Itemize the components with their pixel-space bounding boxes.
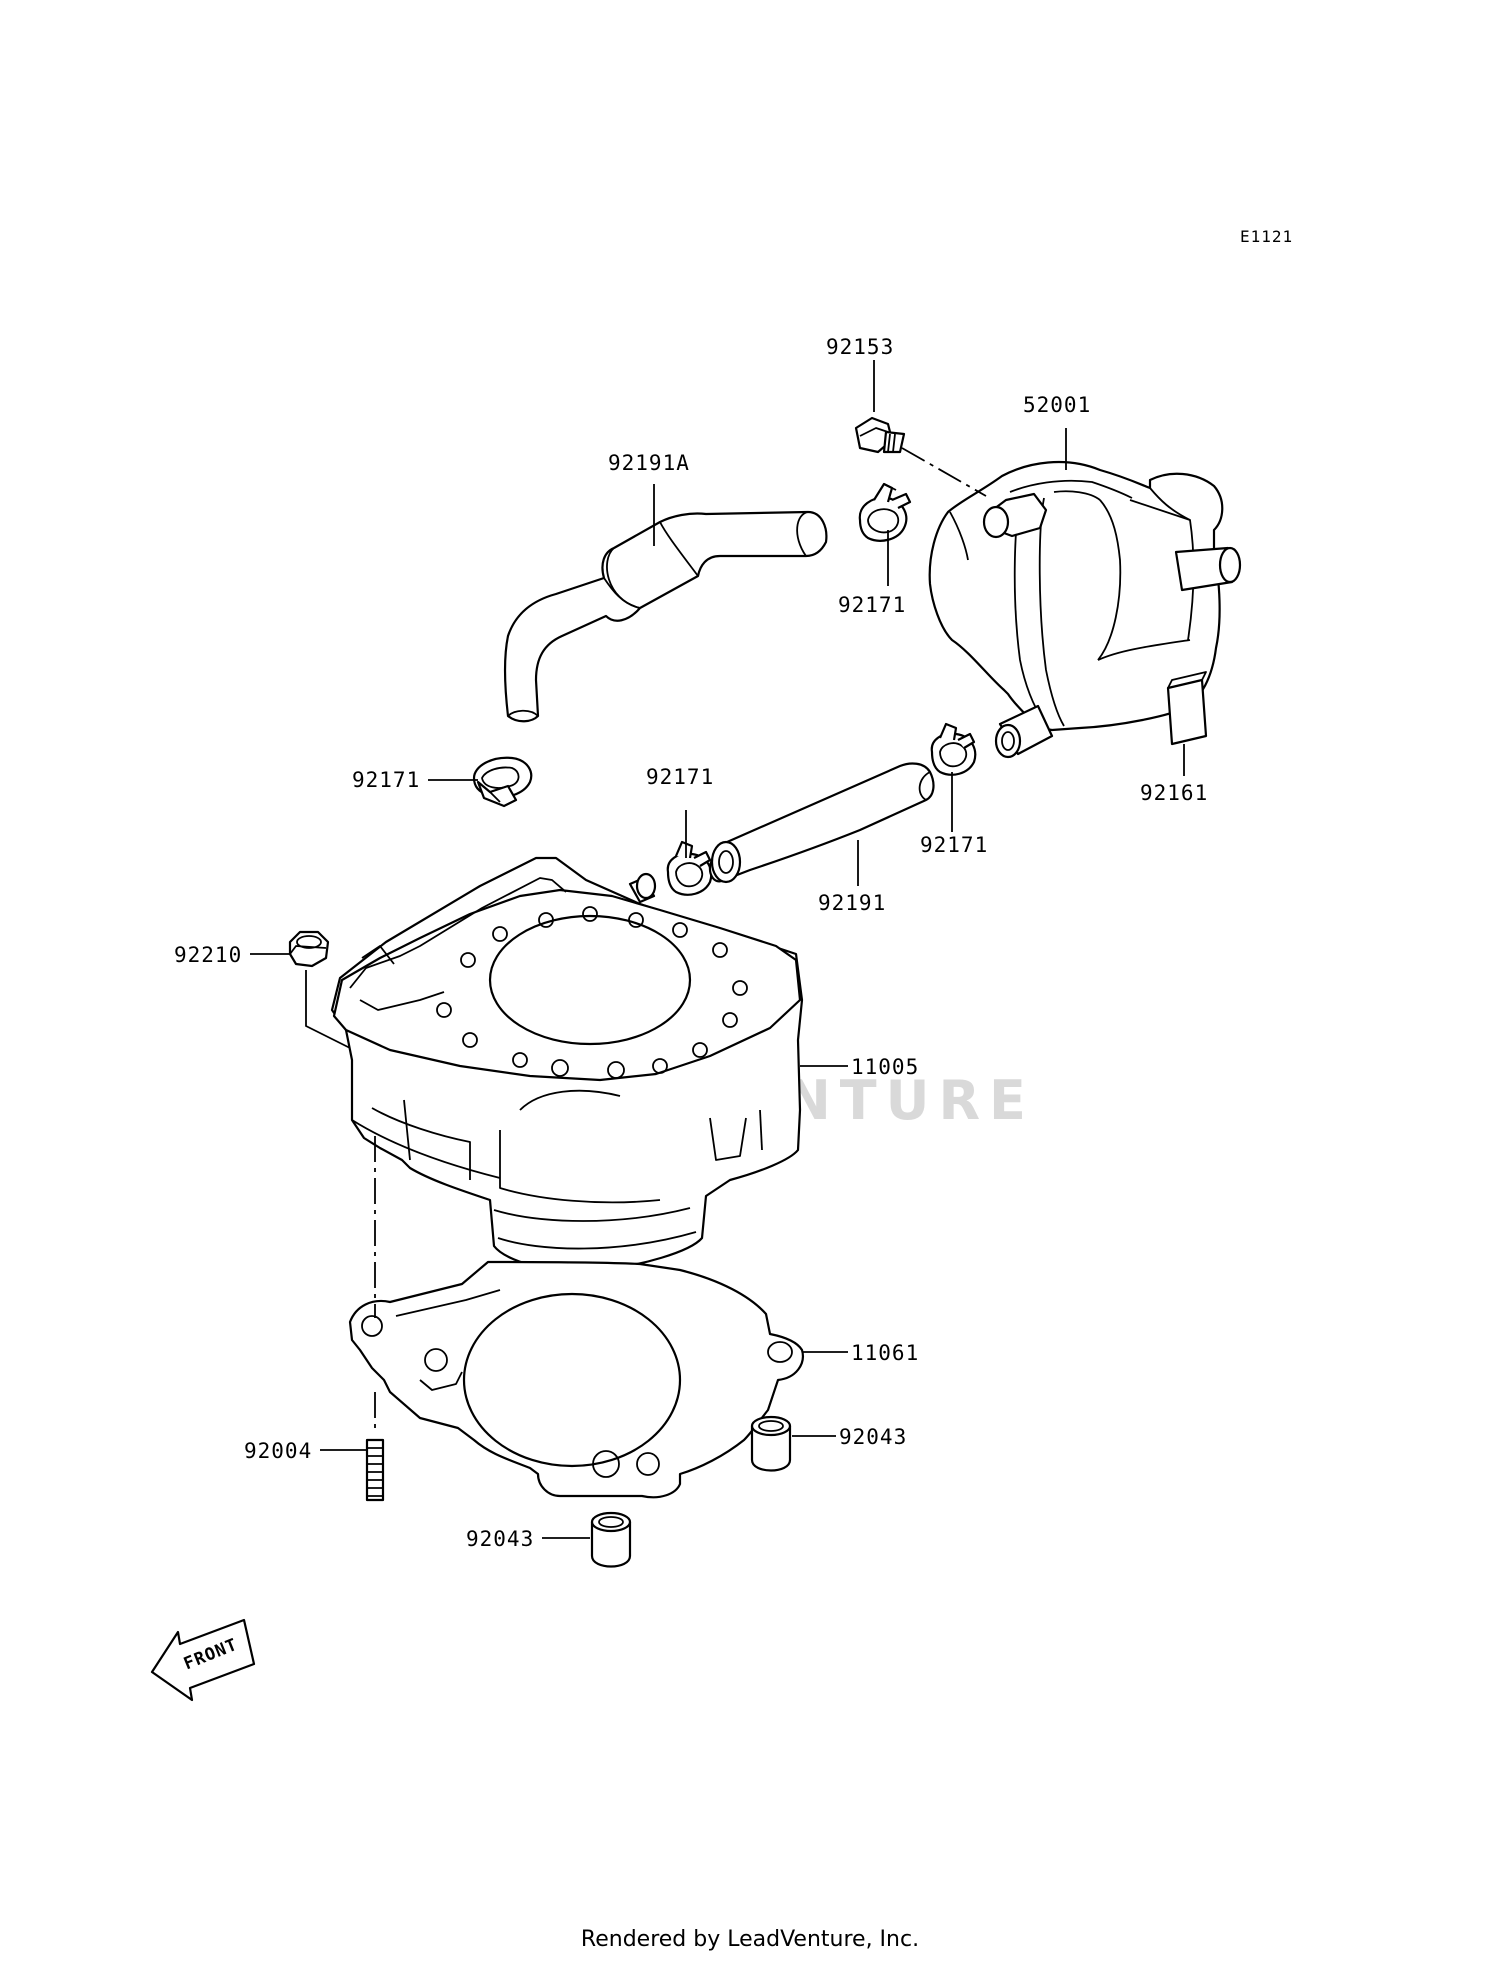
footer-credit: Rendered by LeadVenture, Inc. bbox=[581, 1927, 919, 1952]
callout-11061[interactable]: 11061 bbox=[851, 1341, 919, 1365]
callout-92171-left[interactable]: 92171 bbox=[352, 768, 420, 792]
clamp-92171-mid[interactable] bbox=[666, 840, 713, 896]
callout-92043-right[interactable]: 92043 bbox=[839, 1425, 907, 1449]
clamp-92171-right[interactable] bbox=[930, 722, 977, 776]
callout-92153[interactable]: 92153 bbox=[826, 335, 894, 359]
callout-11005[interactable]: 11005 bbox=[851, 1055, 919, 1079]
clamp-92171-upper[interactable] bbox=[858, 482, 912, 542]
callout-92004[interactable]: 92004 bbox=[244, 1439, 312, 1463]
nut-92210[interactable] bbox=[288, 930, 330, 968]
dowel-pin-92043-right[interactable] bbox=[750, 1415, 792, 1472]
dowel-pin-92043-bottom[interactable] bbox=[590, 1511, 632, 1568]
cylinder-11005[interactable] bbox=[330, 856, 804, 1272]
bolt-92153-guide-line bbox=[901, 447, 987, 497]
callout-92161[interactable]: 92161 bbox=[1140, 781, 1208, 805]
bolt-92153[interactable] bbox=[854, 416, 906, 454]
leader-lines bbox=[250, 360, 1185, 1539]
callout-92191A[interactable]: 92191A bbox=[608, 451, 690, 475]
diagram-code: E1121 bbox=[1240, 227, 1293, 246]
callout-92171-right[interactable]: 92171 bbox=[920, 833, 988, 857]
callout-52001[interactable]: 52001 bbox=[1023, 393, 1091, 417]
hose-92191[interactable] bbox=[708, 762, 935, 884]
callout-92171-upper[interactable]: 92171 bbox=[838, 593, 906, 617]
hose-92191A[interactable] bbox=[503, 510, 828, 723]
callout-92191[interactable]: 92191 bbox=[818, 891, 886, 915]
callout-92043-bottom[interactable]: 92043 bbox=[466, 1527, 534, 1551]
stud-92004[interactable] bbox=[365, 1438, 385, 1502]
callout-92171-mid[interactable]: 92171 bbox=[646, 765, 714, 789]
gasket-11061[interactable] bbox=[348, 1260, 804, 1499]
label-92161[interactable] bbox=[1166, 671, 1208, 746]
clamp-92171-left[interactable] bbox=[472, 756, 533, 808]
callout-92210[interactable]: 92210 bbox=[174, 943, 242, 967]
front-direction-arrow: FRONT bbox=[150, 1618, 256, 1702]
